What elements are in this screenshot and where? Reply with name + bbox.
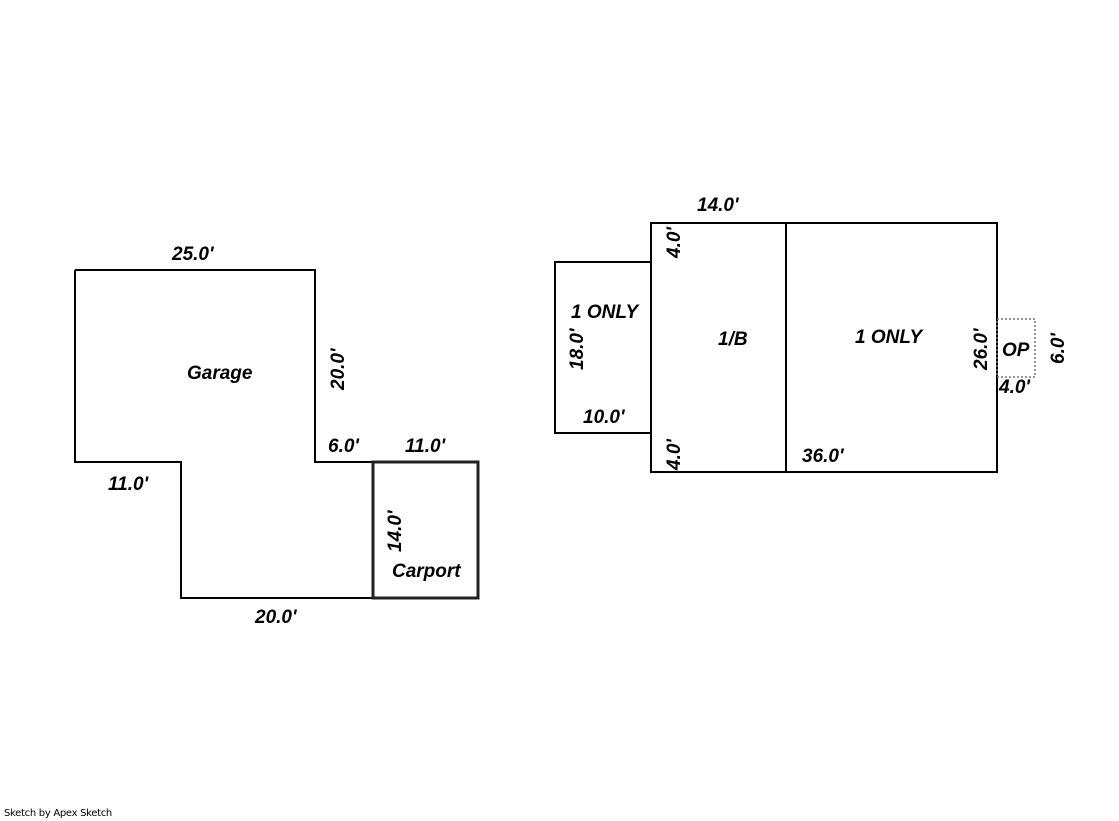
dim-bottom: 20.0'	[254, 607, 298, 628]
dim-left-wing-height: 18.0'	[567, 327, 588, 370]
dim-top: 14.0'	[697, 195, 740, 216]
dim-porch-width: 4.0'	[998, 377, 1031, 398]
carport-label: Carport	[392, 561, 461, 582]
dim-bottom-offset: 4.0'	[664, 438, 685, 471]
porch-label: OP	[1002, 340, 1030, 361]
dim-main-width: 36.0'	[802, 446, 845, 467]
dim-garage-right: 20.0'	[328, 347, 349, 391]
dim-left-wing-width: 10.0'	[583, 407, 626, 428]
dim-garage-left-bottom: 11.0'	[108, 474, 150, 495]
dim-carport-side: 14.0'	[385, 509, 406, 552]
main-section-outline	[785, 222, 998, 473]
dim-garage-top: 25.0'	[171, 244, 215, 265]
dim-main-height: 26.0'	[971, 327, 992, 371]
footer-credit: Sketch by Apex Sketch	[4, 808, 112, 819]
garage-label: Garage	[187, 363, 253, 384]
carport-outline	[371, 460, 480, 600]
left-wing-label: 1 ONLY	[571, 302, 641, 323]
middle-label: 1/B	[718, 329, 748, 350]
dim-step-6: 6.0'	[328, 436, 360, 457]
dim-top-offset: 4.0'	[664, 226, 685, 259]
dim-porch-height: 6.0'	[1048, 332, 1069, 364]
garage-outline	[74, 269, 374, 599]
main-label: 1 ONLY	[855, 327, 925, 348]
dim-carport-top: 11.0'	[405, 436, 447, 457]
